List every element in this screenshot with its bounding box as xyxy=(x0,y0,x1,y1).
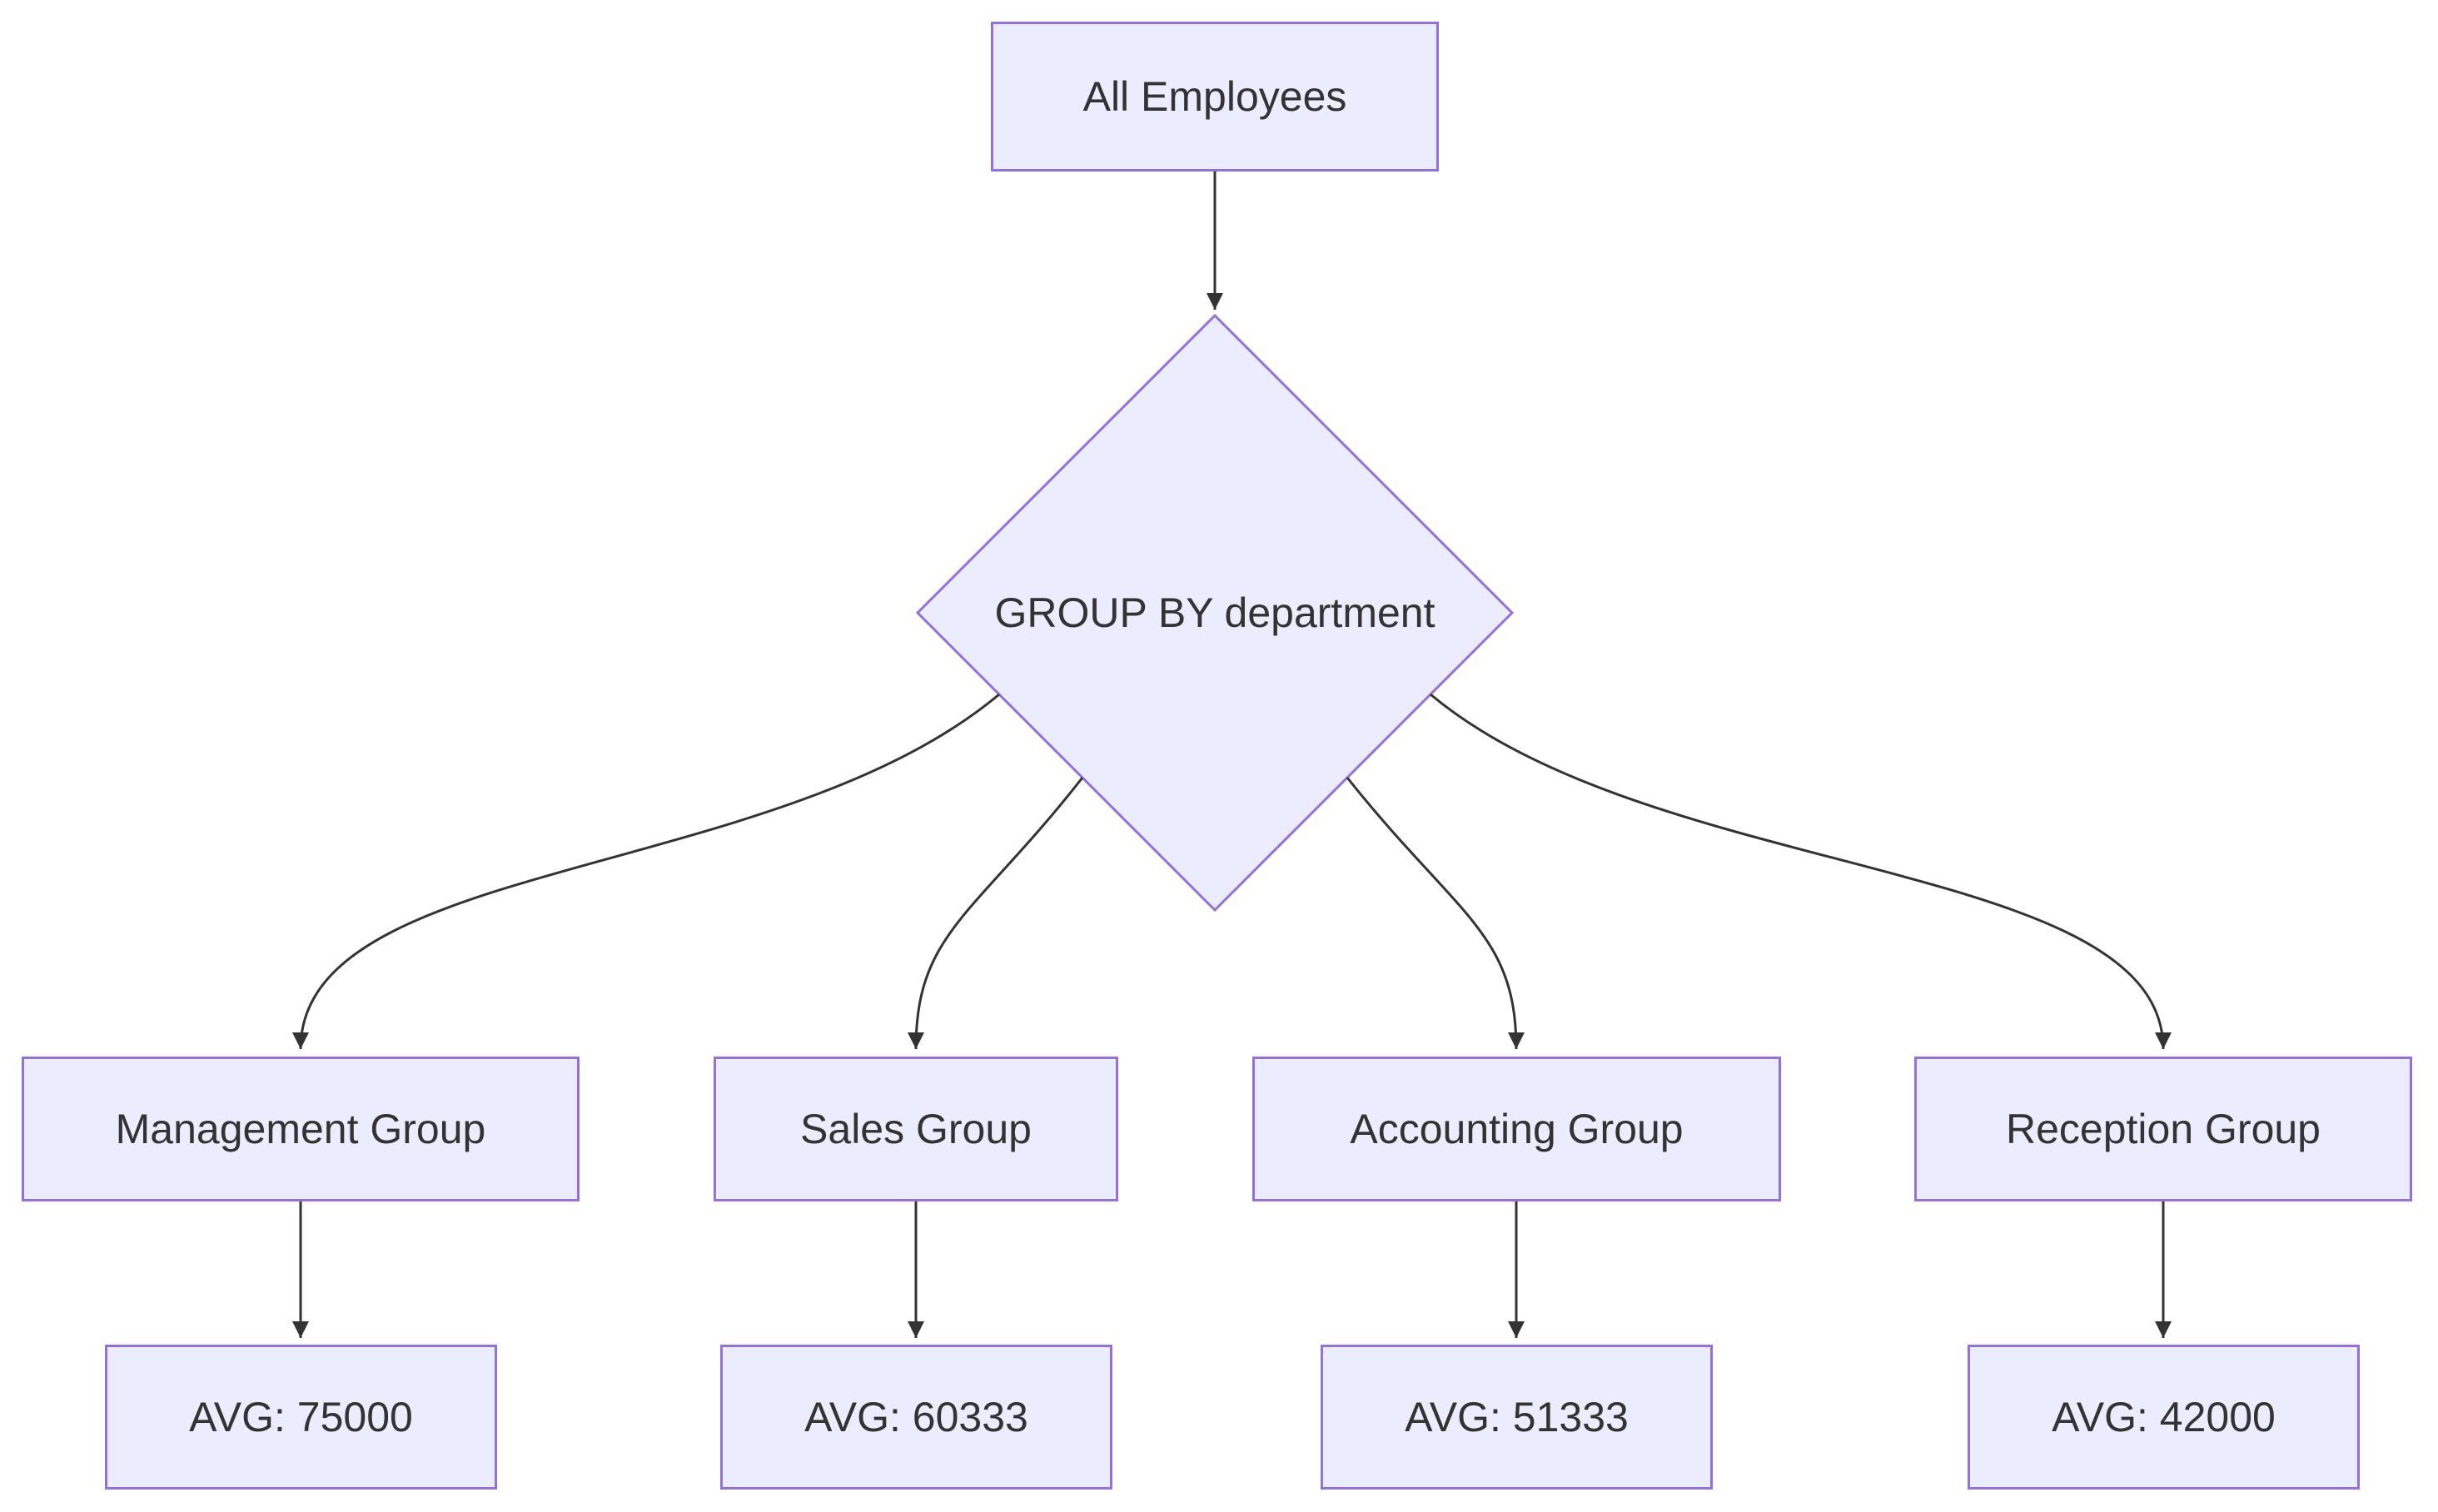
node-groupby-label: GROUP BY department xyxy=(994,589,1435,636)
edge-groupby-to-management xyxy=(292,693,1000,1050)
edge-groupby-to-sales xyxy=(908,777,1084,1050)
node-avg-sales: AVG: 60333 xyxy=(720,1345,1112,1490)
node-management-group: Management Group xyxy=(22,1057,580,1201)
edge-groupby-to-reception xyxy=(1430,693,2172,1050)
groupby-diamond-shape xyxy=(915,313,1515,913)
node-sales-group: Sales Group xyxy=(714,1057,1118,1201)
edge-groupby-to-accounting xyxy=(1346,777,1525,1050)
node-reception-group: Reception Group xyxy=(1914,1057,2412,1201)
node-accounting-group: Accounting Group xyxy=(1252,1057,1781,1201)
node-avg-reception: AVG: 42000 xyxy=(1968,1345,2360,1490)
node-avg-management: AVG: 75000 xyxy=(105,1345,497,1490)
node-all-employees: All Employees xyxy=(991,22,1439,172)
node-avg-accounting: AVG: 51333 xyxy=(1321,1345,1713,1490)
